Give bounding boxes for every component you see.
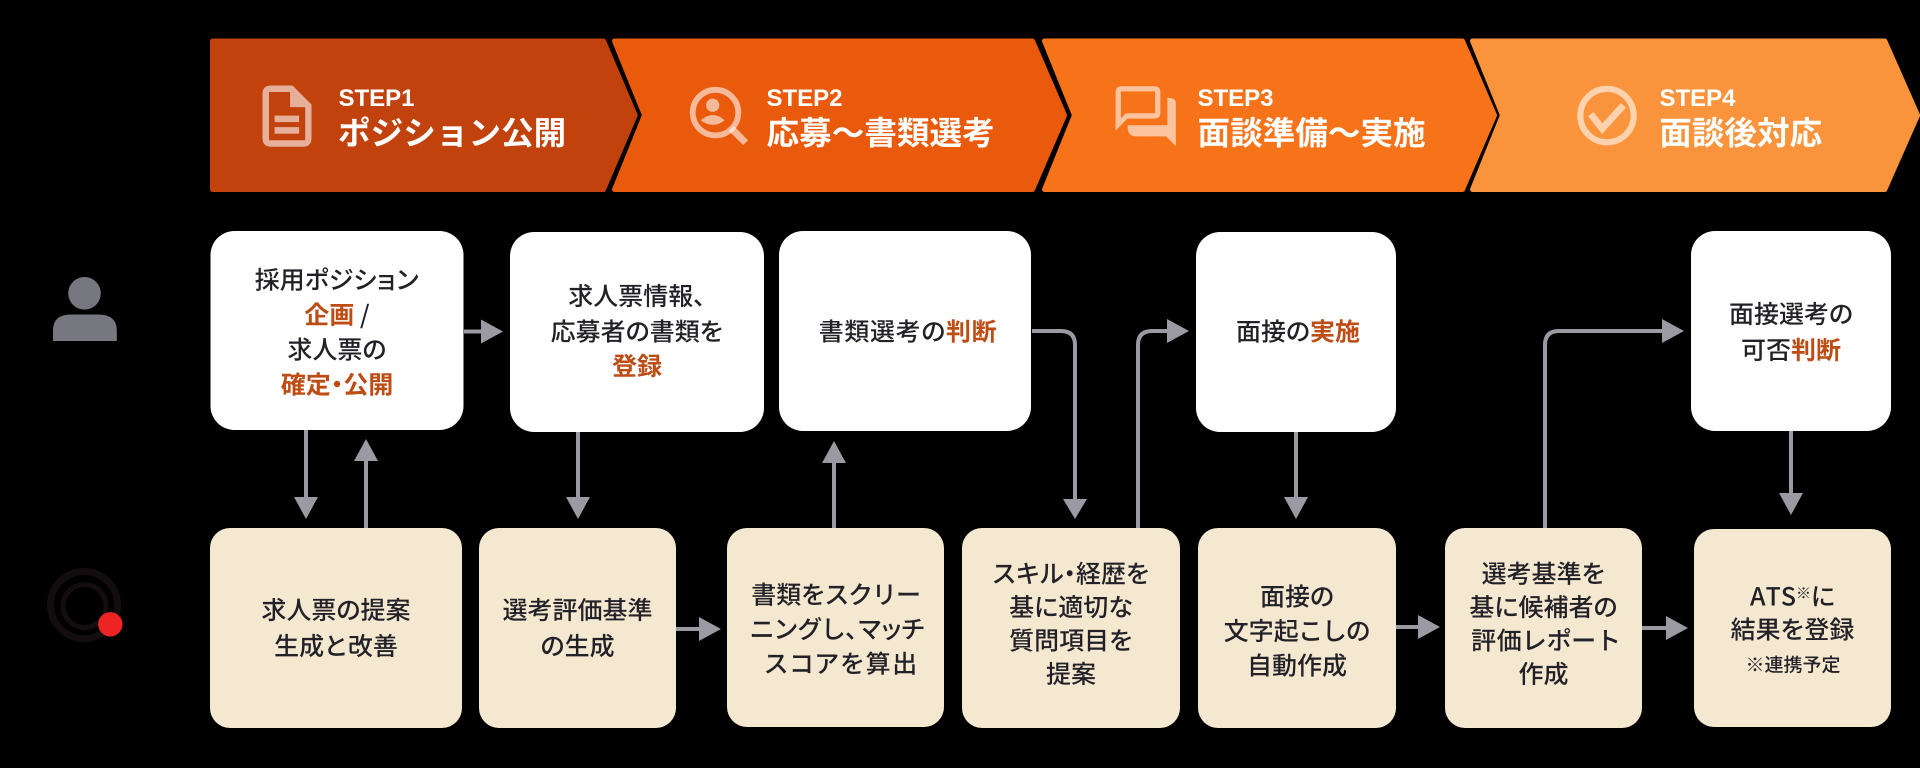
svg-text:STEP2: STEP2: [767, 85, 843, 112]
svg-text:STEP3: STEP3: [1198, 85, 1274, 112]
svg-text:STEP4: STEP4: [1660, 85, 1737, 112]
svg-text:STEP1: STEP1: [339, 85, 415, 112]
